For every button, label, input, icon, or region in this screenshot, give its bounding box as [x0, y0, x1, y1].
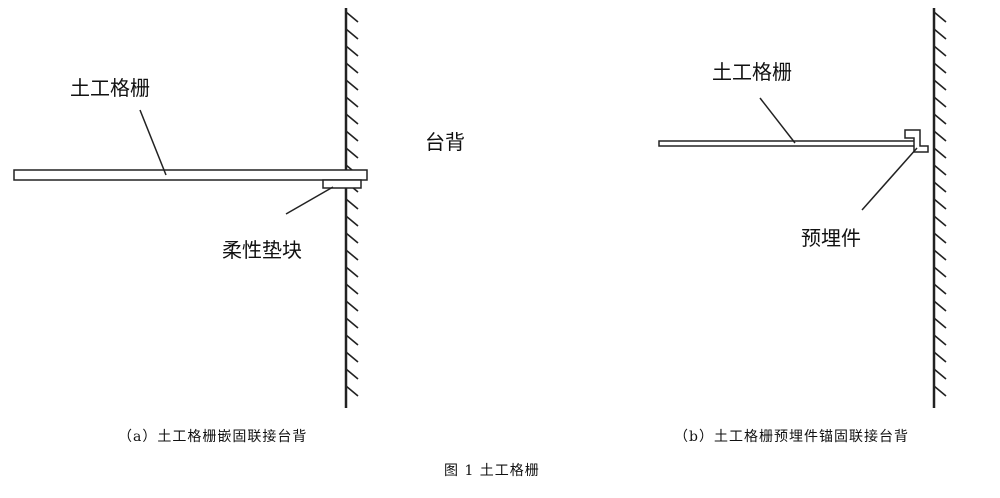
hatch-stroke	[345, 215, 359, 227]
hatch-stroke	[345, 249, 359, 261]
hatch-stroke	[933, 62, 947, 74]
hatch-stroke	[345, 62, 359, 74]
hatch-stroke	[933, 79, 947, 91]
hatch-stroke	[345, 96, 359, 108]
panel-b-geogrid-label: 土工格栅	[712, 60, 792, 84]
hatch-stroke	[933, 334, 947, 346]
panel-b-caption: （b）土工格栅预埋件锚固联接台背	[674, 429, 909, 445]
panel-b-embed-leader	[861, 147, 918, 211]
panel-b-wall-hatching	[933, 11, 947, 397]
abutment-label: 台背	[425, 130, 465, 154]
panel-a-pad-label: 柔性垫块	[222, 238, 302, 262]
hatch-stroke	[933, 266, 947, 278]
hatch-stroke	[933, 351, 947, 363]
hatch-stroke	[345, 28, 359, 40]
hatch-stroke	[933, 232, 947, 244]
hatch-stroke	[933, 317, 947, 329]
hatch-stroke	[933, 198, 947, 210]
panel-a-wall	[344, 8, 359, 408]
panel-b-embed-label: 预埋件	[801, 226, 861, 250]
hatch-stroke	[933, 164, 947, 176]
figure-caption: 图 1 土工格栅	[444, 463, 540, 479]
hatch-stroke	[345, 368, 359, 380]
hatch-stroke	[345, 334, 359, 346]
panel-b-geogrid-strip	[658, 140, 916, 147]
hatch-stroke	[345, 130, 359, 142]
panel-b-embedded-anchor	[904, 129, 929, 153]
hatch-stroke	[933, 181, 947, 193]
hatch-stroke	[345, 45, 359, 57]
panel-a-geogrid-strip	[13, 169, 368, 181]
panel-a-pad-leader	[285, 186, 334, 215]
hatch-stroke	[345, 317, 359, 329]
hatch-stroke	[345, 266, 359, 278]
hatch-stroke	[345, 79, 359, 91]
hatch-stroke	[345, 232, 359, 244]
panel-a-flexible-pad	[322, 179, 362, 189]
hatch-stroke	[345, 385, 359, 397]
panel-b-geogrid-leader	[759, 97, 796, 144]
hatch-stroke	[345, 147, 359, 159]
hatch-stroke	[933, 28, 947, 40]
hatch-stroke	[933, 385, 947, 397]
hatch-stroke	[345, 283, 359, 295]
hatch-stroke	[933, 45, 947, 57]
hatch-stroke	[345, 11, 359, 23]
hatch-stroke	[933, 300, 947, 312]
panel-a-geogrid-leader	[139, 109, 167, 176]
panel-a-caption: （a）土工格栅嵌固联接台背	[118, 429, 308, 445]
panel-b-wall	[932, 8, 947, 408]
hatch-stroke	[345, 198, 359, 210]
panel-a-wall-hatching	[345, 11, 359, 397]
hatch-stroke	[933, 130, 947, 142]
panel-a-geogrid-label: 土工格栅	[70, 76, 150, 100]
hatch-stroke	[933, 113, 947, 125]
hatch-stroke	[933, 283, 947, 295]
hatch-stroke	[345, 300, 359, 312]
hatch-stroke	[933, 147, 947, 159]
hatch-stroke	[933, 215, 947, 227]
hatch-stroke	[345, 351, 359, 363]
hatch-stroke	[933, 249, 947, 261]
hatch-stroke	[933, 96, 947, 108]
hatch-stroke	[345, 113, 359, 125]
hatch-stroke	[933, 11, 947, 23]
hatch-stroke	[933, 368, 947, 380]
